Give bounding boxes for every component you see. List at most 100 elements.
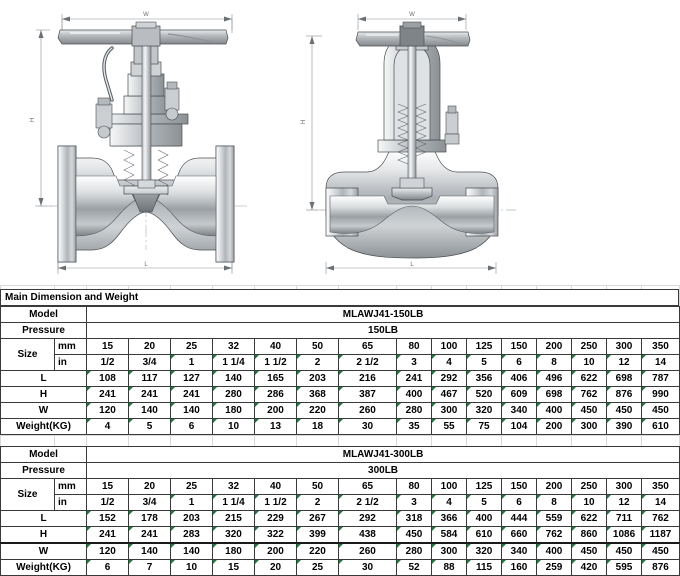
row-label-h: H [0,526,88,544]
cell: 6 [170,418,214,435]
left-valve-seat [132,193,160,213]
sheet-title-table: Main Dimension and Weight [0,289,679,306]
row-label-l: L [0,370,88,387]
right-lever-handle [355,21,471,47]
row-label-size-in: in [53,494,88,511]
cell: 399 [296,526,340,544]
row-label-size-in: in [53,354,88,371]
right-dim-h-label: H [301,120,307,124]
cell: 50 [296,478,340,495]
right-flow-passage [329,195,495,234]
cell: 203 [296,370,340,387]
cell: 241 [86,386,130,403]
cell: 292 [338,510,398,527]
cell: 1/2 [86,354,130,371]
cell: 622 [571,510,608,527]
row-label-pressure: Pressure [0,462,88,479]
cell: 300 [431,402,468,419]
row-label-size: Size [0,338,55,371]
cell: 260 [338,542,398,560]
cell: 10 [571,354,608,371]
cell: 340 [501,542,538,560]
table-row-w: W 120 140 140 180 200 220 260 280 300 32… [0,542,680,560]
cell: 241 [170,386,214,403]
cell: 4 [86,418,130,435]
cell: 860 [571,526,608,544]
cell: 152 [86,510,130,527]
cell: 366 [431,510,468,527]
cell: 5 [466,354,503,371]
cell: 762 [571,386,608,403]
cell: 14 [641,494,680,511]
table-150lb: Model MLAWJ41-150LB Pressure 150LB Size … [0,306,680,435]
cell: 100 [431,338,468,355]
cell: 2 [296,494,340,511]
cell: 1187 [641,526,680,544]
cell: 50 [296,338,340,355]
left-dimension-arrows [38,16,232,271]
cell: 150 [501,338,538,355]
valve-drawings-svg: W H L [30,12,516,274]
cell: 13 [254,418,298,435]
cell: 32 [212,478,256,495]
cell: 711 [606,510,643,527]
cell: 203 [170,510,214,527]
cell: 40 [254,478,298,495]
cell: 117 [128,370,172,387]
cell: 320 [466,542,503,560]
cell-pressure-value: 300LB [86,462,680,479]
row-label-size-mm: mm [53,338,88,355]
right-valve-disc [391,187,433,201]
cell: 165 [254,370,298,387]
cell: 280 [212,386,256,403]
cell: 125 [466,338,503,355]
table-row-h: H 241 241 241 280 286 368 387 400 467 52… [0,386,680,403]
cell: 259 [536,559,573,576]
cell: 368 [296,386,340,403]
table-row-weight: Weight(KG) 6 7 10 15 20 25 30 52 88 115 … [0,559,680,576]
row-label-w: W [0,542,88,560]
cell: 406 [501,370,538,387]
table-row-h: H 241 241 283 320 322 399 438 450 584 61… [0,526,680,544]
cell: 318 [396,510,433,527]
cell: 450 [641,542,680,560]
cell: 4 [431,494,468,511]
cell: 467 [431,386,468,403]
cell: 250 [571,338,608,355]
cell: 387 [338,386,398,403]
cell: 200 [536,338,573,355]
cell: 356 [466,370,503,387]
cell: 120 [86,402,130,419]
cell: 10 [212,418,256,435]
cell: 2 1/2 [338,354,398,371]
cell: 140 [128,542,172,560]
cell: 3/4 [128,494,172,511]
cell: 250 [571,478,608,495]
cell: 698 [606,370,643,387]
cell: 75 [466,418,503,435]
cell: 3 [396,354,433,371]
left-dim-w-label: W [143,12,149,18]
cell: 200 [254,542,298,560]
cell: 300 [606,478,643,495]
table-row-l: L 108 117 127 140 165 203 216 241 292 35… [0,370,680,387]
left-valve-drawing: W H L [30,12,250,274]
cell: 320 [212,526,256,544]
table-row-size-in: in 1/2 3/4 1 1 1/4 1 1/2 2 2 1/2 3 4 5 6… [1,354,680,371]
table-row-l: L 152 178 203 215 229 267 292 318 366 40… [0,510,680,527]
table-row-size-in: in 1/2 3/4 1 1 1/4 1 1/2 2 2 1/2 3 4 5 6… [1,494,680,511]
cell: 40 [254,338,298,355]
right-valve-stem [407,27,417,193]
cell: 65 [338,338,398,355]
cell: 140 [128,402,172,419]
row-label-size: Size [0,478,55,511]
left-valve-stem [141,25,152,187]
cell: 559 [536,510,573,527]
left-dim-l-label: L [144,262,148,268]
cell: 286 [254,386,298,403]
cell: 220 [296,402,340,419]
cell: 444 [501,510,538,527]
cell-model-value: MLAWJ41-300LB [86,446,680,463]
cell: 200 [254,402,298,419]
table-row-weight: Weight(KG) 4 5 6 10 13 18 30 35 55 75 10… [0,418,680,435]
